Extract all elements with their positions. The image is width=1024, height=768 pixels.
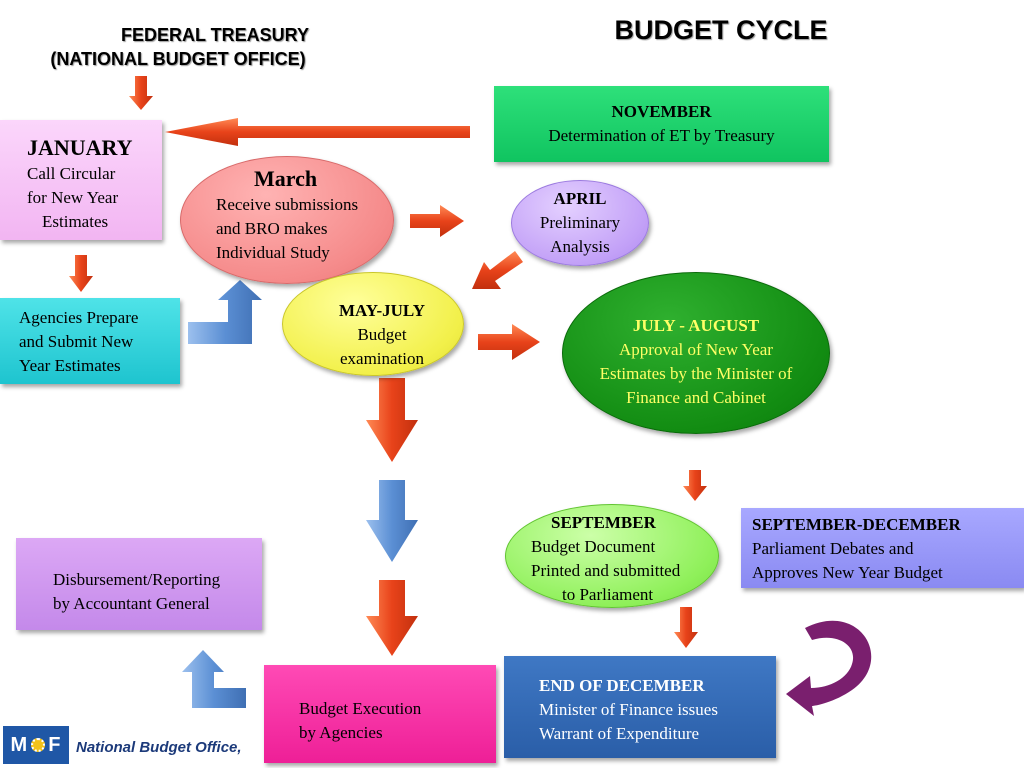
arrow-january-to-agencies [69,255,93,292]
mayjuly-line3: examination [339,349,425,368]
arrow-march-to-april [410,205,464,237]
april-ellipse: APRIL Preliminary Analysis [511,180,649,266]
january-line4: Estimates [42,212,109,231]
mayjuly-ellipse: MAY-JULY Budget examination [282,272,464,376]
sepdec-line3: Approves New Year Budget [752,563,943,582]
april-title: APRIL [553,189,607,208]
arrow-mayjuly-to-julyaugust [478,324,540,360]
march-line4: Individual Study [216,243,330,262]
julyaugust-line3: Estimates by the Minister of [599,364,793,383]
sepdec-title: SEPTEMBER-DECEMBER [752,515,961,534]
arrow-april-to-mayjuly [472,251,523,289]
arrow-julyaugust-to-september [683,470,707,501]
arrow-agencies-to-march [188,280,262,344]
footer-text: National Budget Office, [76,739,242,756]
arrow-to-execution [366,580,418,656]
disbursement-box: Disbursement/Reporting by Accountant Gen… [16,538,262,630]
execution-box: Budget Execution by Agencies [264,665,496,763]
arrow-header-to-january [129,76,153,110]
header-left-line2: (NATIONAL BUDGET OFFICE) [50,49,306,69]
january-title: JANUARY [27,135,133,160]
sepdec-line2: Parliament Debates and [752,539,914,558]
arrow-sepdec-to-enddecember [786,620,872,716]
march-line2: Receive submissions [216,195,359,214]
november-text: Determination of ET by Treasury [548,126,775,145]
january-line2: Call Circular [27,164,116,183]
enddecember-title: END OF DECEMBER [539,676,705,695]
header-left-subtitle: (NATIONAL BUDGET OFFICE) [18,48,338,70]
mof-logo: M F [3,726,69,764]
julyaugust-ellipse: JULY - AUGUST Approval of New Year Estim… [562,272,830,434]
page-title: BUDGET CYCLE [614,15,828,45]
logo-emblem-icon [31,738,46,752]
enddecember-box: END OF DECEMBER Minister of Finance issu… [504,656,776,758]
agencies-line1: Agencies Prepare [19,308,139,327]
execution-line1: Budget Execution [299,699,422,718]
enddecember-line2: Minister of Finance issues [539,700,718,719]
enddecember-line3: Warrant of Expenditure [539,724,700,743]
disbursement-line1: Disbursement/Reporting [53,570,221,589]
julyaugust-line4: Finance and Cabinet [626,388,766,407]
march-ellipse: March Receive submissions and BRO makes … [180,156,394,284]
disbursement-line2: by Accountant General [53,594,210,613]
april-line3: Analysis [550,237,610,256]
arrow-mayjuly-down [366,378,418,462]
march-line3: and BRO makes [216,219,328,238]
arrow-execution-to-disbursement [182,650,246,708]
mayjuly-line2: Budget [357,325,407,344]
arrow-september-to-enddecember [674,607,698,648]
september-line3: Printed and submitted [531,561,681,580]
logo-letter-m: M [10,733,29,756]
header-left-title: FEDERAL TREASURY [110,24,320,46]
logo-letter-f: F [48,733,62,756]
november-title: NOVEMBER [611,102,712,121]
september-line4: to Parliament [562,585,654,604]
november-box: NOVEMBER Determination of ET by Treasury [494,86,829,162]
sepdec-box: SEPTEMBER-DECEMBER Parliament Debates an… [741,508,1024,588]
julyaugust-title: JULY - AUGUST [632,316,760,335]
mayjuly-title: MAY-JULY [339,301,425,320]
execution-line2: by Agencies [299,723,383,742]
january-box: JANUARY Call Circular for New Year Estim… [0,120,162,240]
agencies-box: Agencies Prepare and Submit New Year Est… [0,298,180,384]
september-title: SEPTEMBER [551,513,656,532]
april-line2: Preliminary [539,213,621,232]
julyaugust-line2: Approval of New Year [619,340,773,359]
agencies-line3: Year Estimates [19,356,121,375]
agencies-line2: and Submit New [19,332,134,351]
arrow-blue-down [366,480,418,562]
header-left-line1: FEDERAL TREASURY [120,25,309,45]
january-line3: for New Year [27,188,119,207]
september-ellipse: SEPTEMBER Budget Document Printed and su… [505,504,719,608]
arrow-november-to-january [165,118,470,146]
september-line2: Budget Document [531,537,656,556]
march-title: March [254,166,318,191]
